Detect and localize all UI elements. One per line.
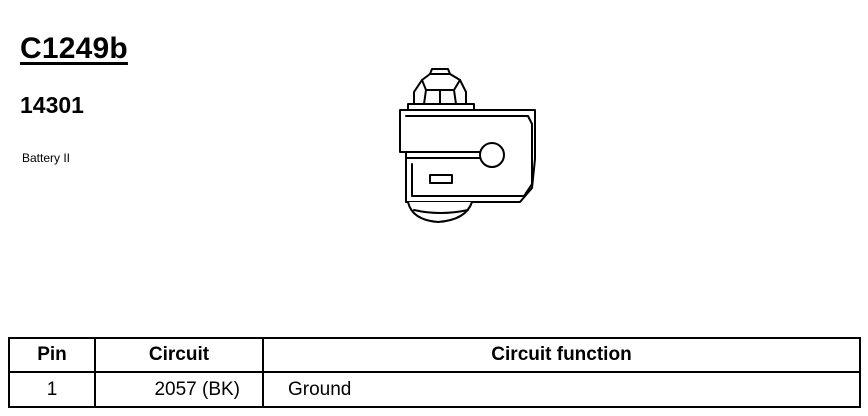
pinout-table: Pin Circuit Circuit function 1 2057 (BK)… [8, 337, 861, 408]
table-header-row: Pin Circuit Circuit function [8, 337, 861, 373]
connector-id-title: C1249b [20, 32, 128, 65]
table-row: 1 2057 (BK) Ground [8, 371, 861, 408]
header-circuit-function: Circuit function [262, 337, 861, 373]
cell-circuit: 2057 (BK) [94, 371, 264, 408]
cell-circuit-function: Ground [262, 371, 861, 408]
battery-ring-terminal-illustration [399, 68, 536, 223]
header-circuit: Circuit [94, 337, 264, 373]
header-pin: Pin [8, 337, 96, 373]
connector-description: Battery II [22, 151, 71, 165]
part-number: 14301 [20, 92, 84, 118]
cell-pin: 1 [8, 371, 96, 408]
